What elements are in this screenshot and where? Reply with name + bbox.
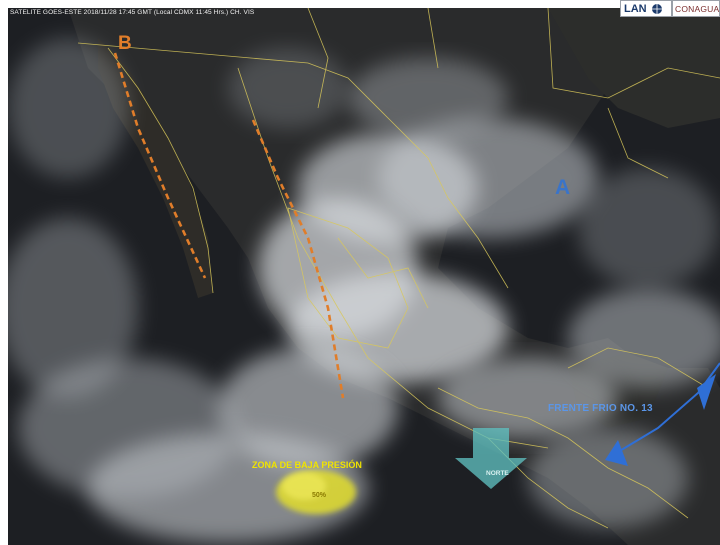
trough-lines <box>113 52 345 399</box>
globe-icon <box>651 3 662 14</box>
cold-front-label: FRENTE FRIO NO. 13 <box>548 403 653 414</box>
cold-front-icon <box>605 362 720 466</box>
map-canvas <box>8 8 720 545</box>
low-pressure-zone-label: ZONA DE BAJA PRESIÓN <box>252 460 362 470</box>
logo-conagua-text: CONAGUA <box>675 3 720 14</box>
trough-line-east <box>251 119 345 399</box>
header-caption: SATELITE GOES-ESTE 2018/11/28 17:45 GMT … <box>10 9 255 16</box>
satellite-image: SATELITE GOES-ESTE 2018/11/28 17:45 GMT … <box>8 8 720 545</box>
logo-lan-icon: LAN <box>620 0 672 17</box>
logo-lan-text: LAN <box>624 2 647 15</box>
low-pressure-blob <box>276 470 356 514</box>
logo-conagua-icon: CONAGUA <box>672 0 720 17</box>
border-lines <box>77 8 720 529</box>
high-pressure-label: A <box>555 176 571 199</box>
norte-label: NORTE <box>486 470 509 477</box>
low-pressure-sub-label: 50% <box>312 492 327 499</box>
trough-marker-label: B <box>118 33 132 54</box>
norte-arrow-icon <box>455 428 527 489</box>
